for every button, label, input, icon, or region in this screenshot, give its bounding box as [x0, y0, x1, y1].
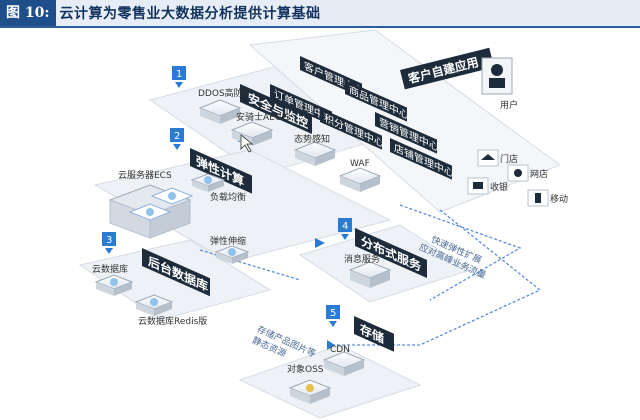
database-icon — [110, 278, 118, 286]
globe-icon — [514, 169, 522, 177]
channel-online-label: 网店 — [530, 168, 548, 180]
item-waf: WAF — [338, 159, 382, 192]
item-situational-awareness: 态势感知 — [293, 133, 337, 166]
item-auto-scaling: 弹性伸缩 — [210, 235, 250, 264]
user-node: 用户 — [481, 57, 518, 111]
section-markers: 1 2 3 4 5 — [102, 66, 352, 327]
channel-cashier-label: 收银 — [490, 181, 508, 193]
ecs-icon — [168, 192, 176, 200]
section-marker-2: 2 — [170, 128, 184, 150]
ecs-server-stack — [108, 184, 194, 239]
section-marker-1: 1 — [172, 66, 186, 88]
item-load-balancer: 负载均衡 — [190, 173, 246, 203]
module-marketing — [375, 112, 437, 154]
item-load-balancer-label: 负载均衡 — [210, 191, 246, 203]
storage-platform — [238, 344, 422, 419]
ecs-node-icon — [146, 208, 154, 216]
section-number-1: 1 — [176, 69, 182, 80]
item-auto-scaling-label: 弹性伸缩 — [210, 235, 246, 247]
section-number-3: 3 — [106, 235, 112, 246]
compute-items: 云服务器ECS 负载均衡 弹 — [108, 169, 250, 264]
section-number-4: 4 — [342, 221, 348, 232]
item-redis: 云数据库Redis版 — [134, 294, 207, 327]
module-store — [390, 138, 452, 180]
item-message-service-label: 消息服务 — [344, 253, 380, 265]
section-marker-5: 5 — [326, 305, 340, 327]
channel-icons: 门店 网店 收银 移动 — [467, 149, 568, 207]
item-cdn: CDN — [322, 345, 366, 376]
figure-number: 图 10: — [0, 0, 56, 26]
module-points — [320, 108, 382, 150]
item-ddos-label: DDOS高防IP — [198, 87, 251, 99]
banner-storage: 存储 — [354, 316, 394, 352]
channel-cashier: 收银 — [467, 177, 508, 195]
storage-items: CDN 对象OSS — [287, 345, 366, 404]
architecture-diagram: 快速弹性扩展 应对高峰业务流量 存储产品图片等 静态资源 客户管理中心 订单管理… — [78, 29, 568, 419]
database-items: 云数据库 云数据库Redis版 — [92, 263, 207, 327]
item-oss: 对象OSS — [287, 363, 332, 404]
redis-icon — [150, 298, 158, 306]
oss-icon — [306, 384, 314, 392]
item-ecs-label: 云服务器ECS — [118, 169, 172, 181]
channel-mobile: 移动 — [527, 189, 568, 207]
item-redis-label: 云数据库Redis版 — [138, 315, 207, 327]
item-message-service: 消息服务 — [344, 253, 392, 288]
section-marker-4: 4 — [338, 218, 352, 240]
register-icon — [473, 182, 483, 189]
phone-icon — [535, 193, 541, 203]
item-situational-awareness-label: 态势感知 — [294, 133, 330, 145]
figure-title-bar: 图 10: 云计算为零售业大数据分析提供计算基础 — [0, 0, 640, 28]
section-marker-3: 3 — [102, 232, 116, 254]
channel-store-label: 门店 — [500, 153, 518, 165]
module-order — [270, 84, 332, 126]
channel-online: 网店 — [507, 164, 548, 182]
load-balancer-icon — [204, 176, 212, 184]
item-aegis-label: 安骑士AEGIS — [236, 111, 290, 123]
item-rds: 云数据库 — [92, 263, 134, 296]
item-rds-label: 云数据库 — [92, 263, 128, 275]
user-icon — [491, 64, 503, 76]
auto-scaling-icon — [228, 248, 236, 256]
item-cdn-label: CDN — [330, 345, 350, 355]
item-waf-label: WAF — [350, 159, 370, 169]
store-icon — [481, 154, 495, 160]
security-items: DDOS高防IP 安骑士AEGIS 态势感知 WAF — [198, 87, 382, 192]
user-label: 用户 — [500, 99, 518, 111]
channel-mobile-label: 移动 — [550, 193, 568, 205]
cursor-icon — [240, 134, 254, 153]
section-number-5: 5 — [330, 308, 336, 319]
figure-title: 云计算为零售业大数据分析提供计算基础 — [59, 6, 321, 22]
item-ddos: DDOS高防IP — [198, 87, 251, 124]
channel-store: 门店 — [477, 149, 518, 167]
section-number-2: 2 — [174, 131, 180, 142]
module-product — [345, 80, 407, 122]
item-oss-label: 对象OSS — [287, 363, 324, 375]
